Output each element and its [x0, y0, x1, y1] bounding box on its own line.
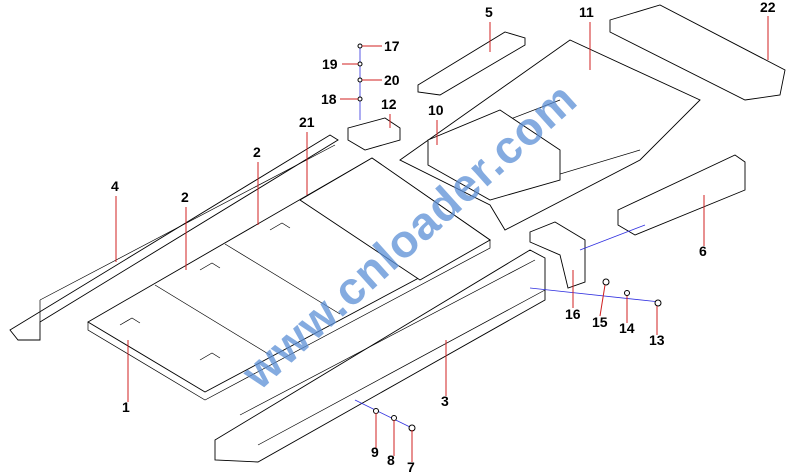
part-22-cover: [609, 4, 786, 101]
callout-21: 21: [299, 114, 315, 130]
callout-20: 20: [384, 72, 400, 88]
callout-7: 7: [407, 459, 415, 475]
part-3-side-rail: [214, 249, 546, 463]
callout-12: 12: [381, 96, 397, 112]
part-12-bracket: [347, 117, 401, 151]
callout-15: 15: [592, 314, 608, 330]
callout-5: 5: [485, 4, 493, 20]
callout-19: 19: [322, 56, 338, 72]
part-5-bracket: [417, 31, 526, 96]
part-16-bracket: [529, 221, 586, 289]
callout-4: 4: [111, 178, 119, 194]
callout-11: 11: [579, 4, 594, 20]
callout-6: 6: [699, 243, 707, 259]
part-6-rail: [617, 154, 746, 236]
callout-3: 3: [441, 393, 449, 409]
callout-2: 2: [181, 189, 189, 205]
callout-2: 2: [253, 144, 261, 160]
callout-8: 8: [387, 452, 395, 468]
callout-13: 13: [649, 332, 665, 348]
callout-9: 9: [371, 444, 379, 460]
callout-18: 18: [321, 91, 337, 107]
part-4-side-rail: [9, 134, 339, 341]
callout-1: 1: [122, 399, 130, 415]
callout-22: 22: [760, 0, 776, 15]
callout-16: 16: [565, 306, 581, 322]
callout-17: 17: [384, 38, 400, 54]
callout-10: 10: [428, 102, 444, 118]
callout-14: 14: [619, 320, 635, 336]
part-21-plate: [299, 157, 491, 281]
part-10-box: [427, 109, 561, 201]
leader-lines: [115, 16, 769, 462]
